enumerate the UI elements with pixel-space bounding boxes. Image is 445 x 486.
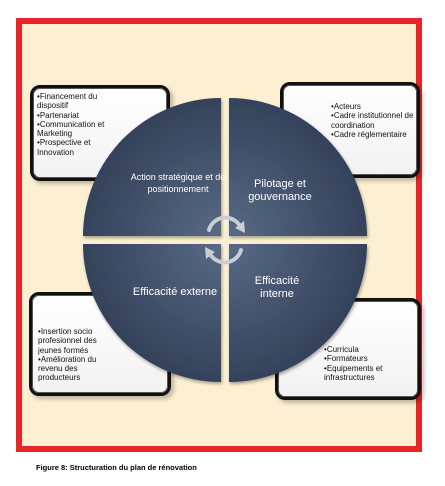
cycle-arrows-icon: [207, 215, 243, 265]
quadrant-label-efficacite-externe: Efficacité externe: [132, 286, 218, 298]
list-item: Formateurs: [324, 354, 414, 363]
list-item: Cadre institutionnel de coordination: [331, 111, 415, 130]
box-top-left: Financement du dispositif Partenariat Co…: [30, 85, 170, 181]
list-item: Insertion socio profesionnel des jeunes …: [38, 327, 116, 355]
list-item: Communication et Marketing: [37, 120, 117, 139]
list-item: Amélioration du revenu des producteurs: [38, 355, 116, 383]
quadrant-bottom-right: [229, 244, 367, 382]
quadrant-top-right: [229, 98, 367, 236]
quadrant-top-left: [83, 98, 221, 236]
list-item: Partenariat: [37, 111, 117, 120]
figure-caption: Figure 8: Structuration du plan de rénov…: [36, 463, 197, 472]
quadrant-bottom-left: [83, 244, 221, 382]
list-item: Curricula: [324, 345, 414, 354]
list-item: Cadre réglementaire: [331, 130, 415, 139]
list-item: Financement du dispositif: [37, 92, 117, 111]
list-item: Equipements et infrastructures: [324, 364, 414, 383]
list-item: Prospective et Innovation: [37, 138, 117, 157]
quadrant-label-action: Action stratégique et de positionnement: [130, 172, 226, 194]
list-item: Acteurs: [331, 102, 415, 111]
quadrant-label-pilotage: Pilotage et gouvernance: [248, 178, 312, 203]
quadrant-label-efficacite-interne: Efficacité interne: [254, 275, 300, 300]
